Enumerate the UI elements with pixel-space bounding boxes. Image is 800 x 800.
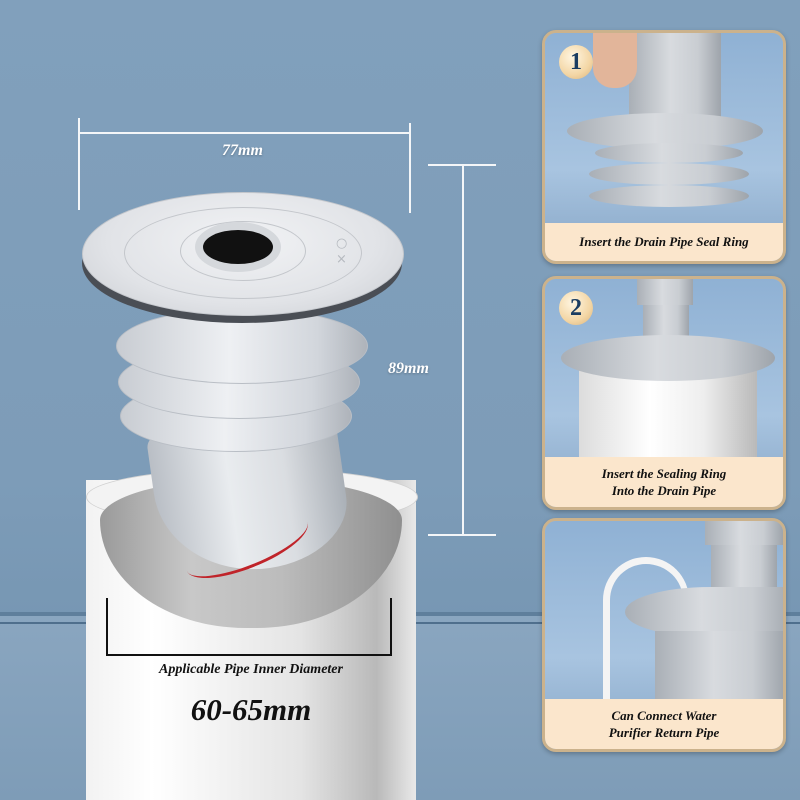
threaded-connector	[637, 279, 693, 305]
open-mark-icon: ○	[336, 236, 348, 251]
flange-groove-inner	[180, 221, 306, 281]
step-1-caption: Insert the Drain Pipe Seal Ring	[545, 223, 783, 261]
step-2-caption: Insert the Sealing Ring Into the Drain P…	[545, 457, 783, 507]
caption-line: Insert the Drain Pipe Seal Ring	[579, 234, 749, 249]
seal-bellow	[589, 185, 749, 207]
drain-pipe-in-hand	[629, 33, 721, 123]
seal-bellow	[589, 163, 749, 185]
caption-line: Can Connect Water	[611, 708, 717, 723]
seal-flange	[561, 335, 775, 381]
step-number-badge: 2	[559, 291, 593, 325]
threaded-connector	[705, 521, 783, 545]
width-dimension-tick-left	[78, 118, 80, 210]
height-dimension-line	[462, 165, 464, 535]
caption-line: Purifier Return Pipe	[608, 725, 720, 740]
seal-bellow	[655, 631, 783, 711]
height-dimension-tick-top	[428, 164, 496, 166]
seal-bellow	[595, 143, 743, 163]
close-mark-icon: ×	[336, 252, 347, 267]
seal-center-hole	[203, 230, 273, 264]
step-card-2: 2 Insert the Sealing Ring Into the Drain…	[542, 276, 786, 510]
hand-icon	[593, 33, 637, 88]
width-dimension-line	[78, 132, 411, 134]
flange-groove-outer	[124, 207, 362, 299]
step-card-3: Can Connect Water Purifier Return Pipe	[542, 518, 786, 752]
caption-line: Insert the Sealing Ring	[601, 466, 727, 481]
height-label: 89mm	[388, 360, 429, 377]
step-3-caption: Can Connect Water Purifier Return Pipe	[545, 699, 783, 749]
pipe-diameter-value: 60-65mm	[190, 692, 312, 727]
inner-diameter-bracket	[106, 598, 392, 656]
step-number-badge: 1	[559, 45, 593, 79]
step-card-1: 1 Insert the Drain Pipe Seal Ring	[542, 30, 786, 264]
width-dimension-tick-right	[409, 123, 411, 213]
width-label: 77mm	[222, 142, 263, 159]
seal-flange	[625, 587, 783, 637]
pipe-diameter-caption: Applicable Pipe Inner Diameter	[159, 662, 343, 677]
caption-line: Into the Drain Pipe	[611, 483, 717, 498]
height-dimension-tick-bottom	[428, 534, 496, 536]
